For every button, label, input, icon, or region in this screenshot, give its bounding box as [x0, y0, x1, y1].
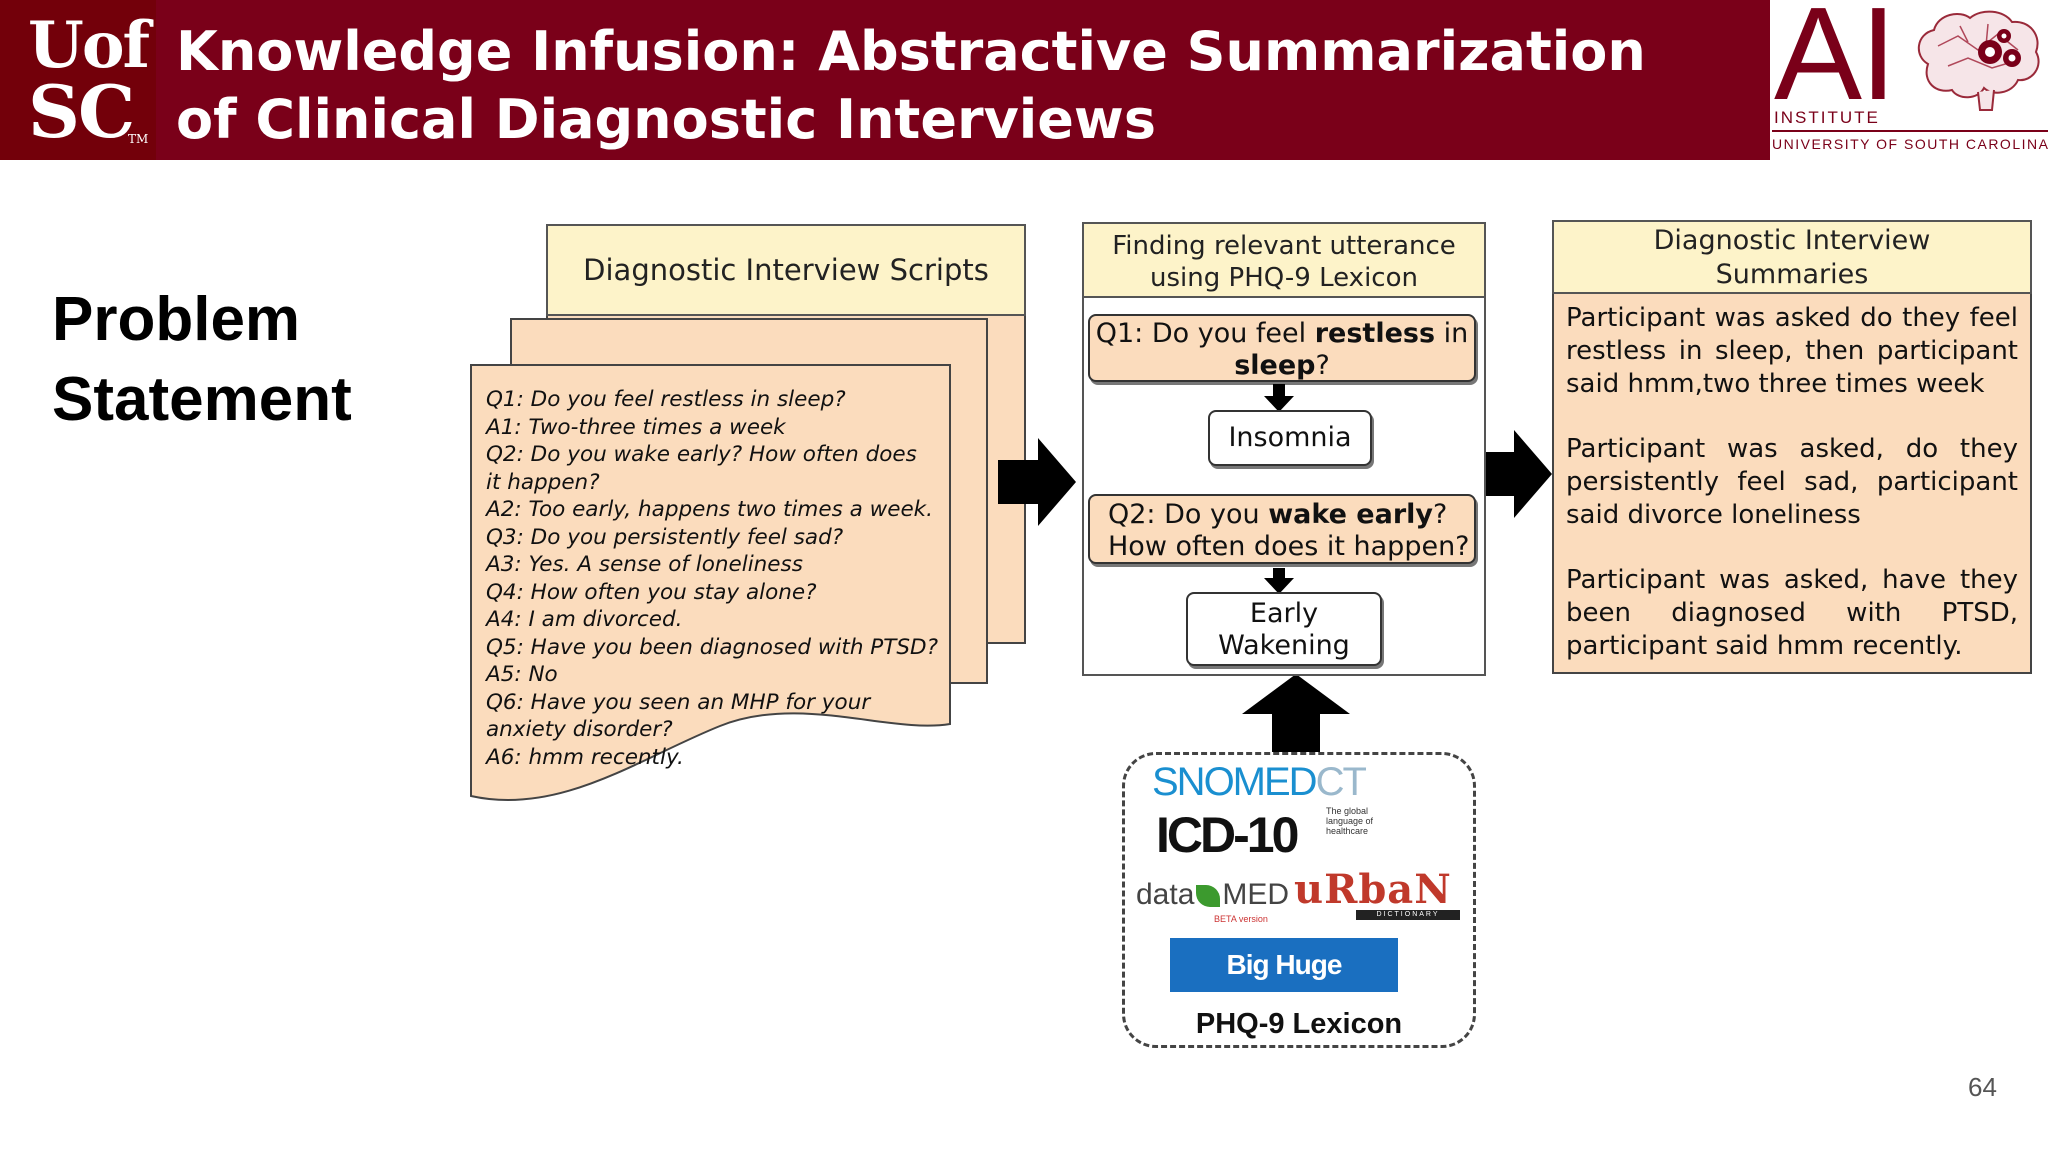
arrow-right-icon: [998, 438, 1076, 526]
datamed-leaf-icon: [1196, 885, 1221, 908]
script-line: Q6: Have you seen an MHP for your: [486, 689, 871, 715]
urban-dictionary-bar: DICTIONARY: [1356, 910, 1460, 920]
big-huge-thesaurus-logo: Big Huge Thesaurus: [1170, 938, 1398, 1034]
slide-title: Knowledge Infusion: Abstractive Summariz…: [176, 18, 1726, 154]
arrow-up-icon: [1242, 674, 1350, 752]
problem-line1: Problem: [52, 285, 301, 354]
summaries-panel: [1552, 220, 2032, 674]
summaries-text: Participant was asked do they feel restl…: [1566, 302, 2018, 663]
snomed-ct-text: CT: [1315, 760, 1367, 804]
scripts-header-text: Diagnostic Interview Scripts: [583, 253, 989, 287]
logo-uof-text: Uof: [28, 8, 150, 83]
script-line: A1: Two-three times a week: [486, 414, 786, 440]
problem-line2: Statement: [52, 365, 352, 434]
script-line: it happen?: [486, 469, 600, 495]
icd10-tagline: The global language of healthcare: [1326, 806, 1392, 836]
finding-header-line2: using PHQ-9 Lexicon: [1150, 263, 1418, 293]
script-line: A5: No: [486, 662, 558, 687]
script-line: anxiety disorder?: [486, 717, 673, 742]
script-line: Q2: Do you wake early? How often does: [486, 442, 917, 467]
script-line: A6: hmm recently.: [486, 744, 684, 770]
icd10-tagline-text: The global language of healthcare: [1326, 806, 1374, 836]
insomnia-text: Insomnia: [1228, 422, 1352, 453]
q2-line2: How often does it happen?: [1108, 531, 1470, 562]
scripts-header-box: Diagnostic Interview Scripts: [546, 224, 1026, 316]
urban-dictionary-logo: uRbaN: [1294, 866, 1452, 913]
summary-paragraph: Participant was asked, do they persisten…: [1566, 434, 2018, 530]
q2-prefix: Q2: Do you: [1108, 499, 1269, 530]
datamed-logo: data MED: [1136, 878, 1289, 912]
script-line: A2: Too early, happens two times a week.: [486, 497, 933, 522]
ai-institute-logo: AI INSTITUTE UNIVERSITY OF SOUTH CAROLIN…: [1770, 0, 2048, 160]
finding-header-box: Finding relevant utterance using PHQ-9 L…: [1082, 222, 1486, 298]
early-wakening-box: Early Wakening: [1186, 592, 1382, 666]
q2-end: ?: [1433, 499, 1448, 530]
phq9-lexicon-label: PHQ-9 Lexicon: [1122, 1008, 1476, 1041]
lexicon-box: [1122, 752, 1476, 1048]
script-lines: Q1: Do you feel restless in sleep? A1: T…: [486, 386, 946, 771]
urban-text: uRbaN: [1294, 866, 1452, 913]
datamed-beta-text: BETA version: [1214, 914, 1268, 924]
icd10-logo: ICD-10: [1156, 806, 1299, 864]
page-number: 64: [1968, 1072, 1997, 1102]
problem-statement-heading: Problem Statement: [52, 280, 352, 440]
urban-sub-text: DICTIONARY: [1376, 911, 1440, 918]
script-line: A4: I am divorced.: [486, 607, 683, 632]
arrow-right-icon: [1474, 430, 1552, 518]
insomnia-box: Insomnia: [1208, 410, 1372, 466]
summaries-header-line1: Diagnostic Interview: [1653, 225, 1931, 256]
q1-end: ?: [1315, 350, 1330, 381]
slide-title-line2: of Clinical Diagnostic Interviews: [176, 88, 1156, 151]
logo-sc-text: SC: [28, 69, 135, 154]
ai-logo-text: AI: [1774, 0, 1897, 127]
uofsc-logo: Uof SC TM: [0, 0, 156, 160]
script-line: A3: Yes. A sense of loneliness: [486, 552, 803, 577]
phq9-lexicon-text: PHQ-9 Lexicon: [1195, 1008, 1403, 1040]
slide-title-line1: Knowledge Infusion: Abstractive Summariz…: [176, 20, 1646, 83]
script-line: Q1: Do you feel restless in sleep?: [486, 387, 846, 412]
ai-logo-university: UNIVERSITY OF SOUTH CAROLINA: [1772, 136, 2048, 152]
q1-keyword-restless: restless: [1314, 318, 1436, 349]
datamed-med-text: MED: [1222, 878, 1290, 911]
early-wakening-line1: Early: [1249, 598, 1319, 629]
ai-logo-divider: [1772, 130, 2048, 132]
q1-mid: in: [1435, 318, 1469, 349]
snomed-logo: SNOMEDCT: [1152, 760, 1367, 805]
q1-prefix: Q1: Do you feel: [1095, 318, 1315, 349]
snomed-text: SNOMED: [1152, 760, 1318, 804]
summaries-header-line2: Summaries: [1715, 259, 1869, 290]
logo-tm-text: TM: [128, 132, 149, 146]
script-card-front: [470, 364, 951, 801]
datamed-beta: BETA version: [1214, 914, 1268, 924]
header-bar: [0, 0, 2048, 160]
summary-paragraph: Participant was asked do they feel restl…: [1566, 303, 2018, 399]
ai-logo-institute: INSTITUTE: [1774, 108, 1880, 127]
arrow-down-icon: [1264, 568, 1294, 594]
q1-keyword-sleep: sleep: [1234, 350, 1316, 381]
bht-text: Big Huge Thesaurus: [1217, 949, 1352, 1034]
q1-box: Q1: Do you feel restless in sleep?: [1088, 314, 1476, 382]
finding-header-line1: Finding relevant utterance: [1112, 231, 1456, 261]
q2-keyword-wake-early: wake early: [1268, 499, 1434, 530]
script-line: Q5: Have you been diagnosed with PTSD?: [486, 634, 939, 660]
q2-box: Q2: Do you wake early?How often does it …: [1088, 494, 1476, 564]
script-line: Q4: How often you stay alone?: [486, 579, 817, 605]
brain-gears-icon: [1918, 10, 2040, 111]
icd10-text: ICD-10: [1156, 807, 1299, 863]
script-line: Q3: Do you persistently feel sad?: [486, 524, 844, 550]
summaries-header-box: Diagnostic Interview Summaries: [1552, 220, 2032, 294]
datamed-data-text: data: [1136, 878, 1195, 911]
summary-paragraph: Participant was asked, have they been di…: [1566, 565, 2018, 661]
early-wakening-line2: Wakening: [1218, 630, 1350, 661]
arrow-down-icon: [1264, 384, 1294, 412]
